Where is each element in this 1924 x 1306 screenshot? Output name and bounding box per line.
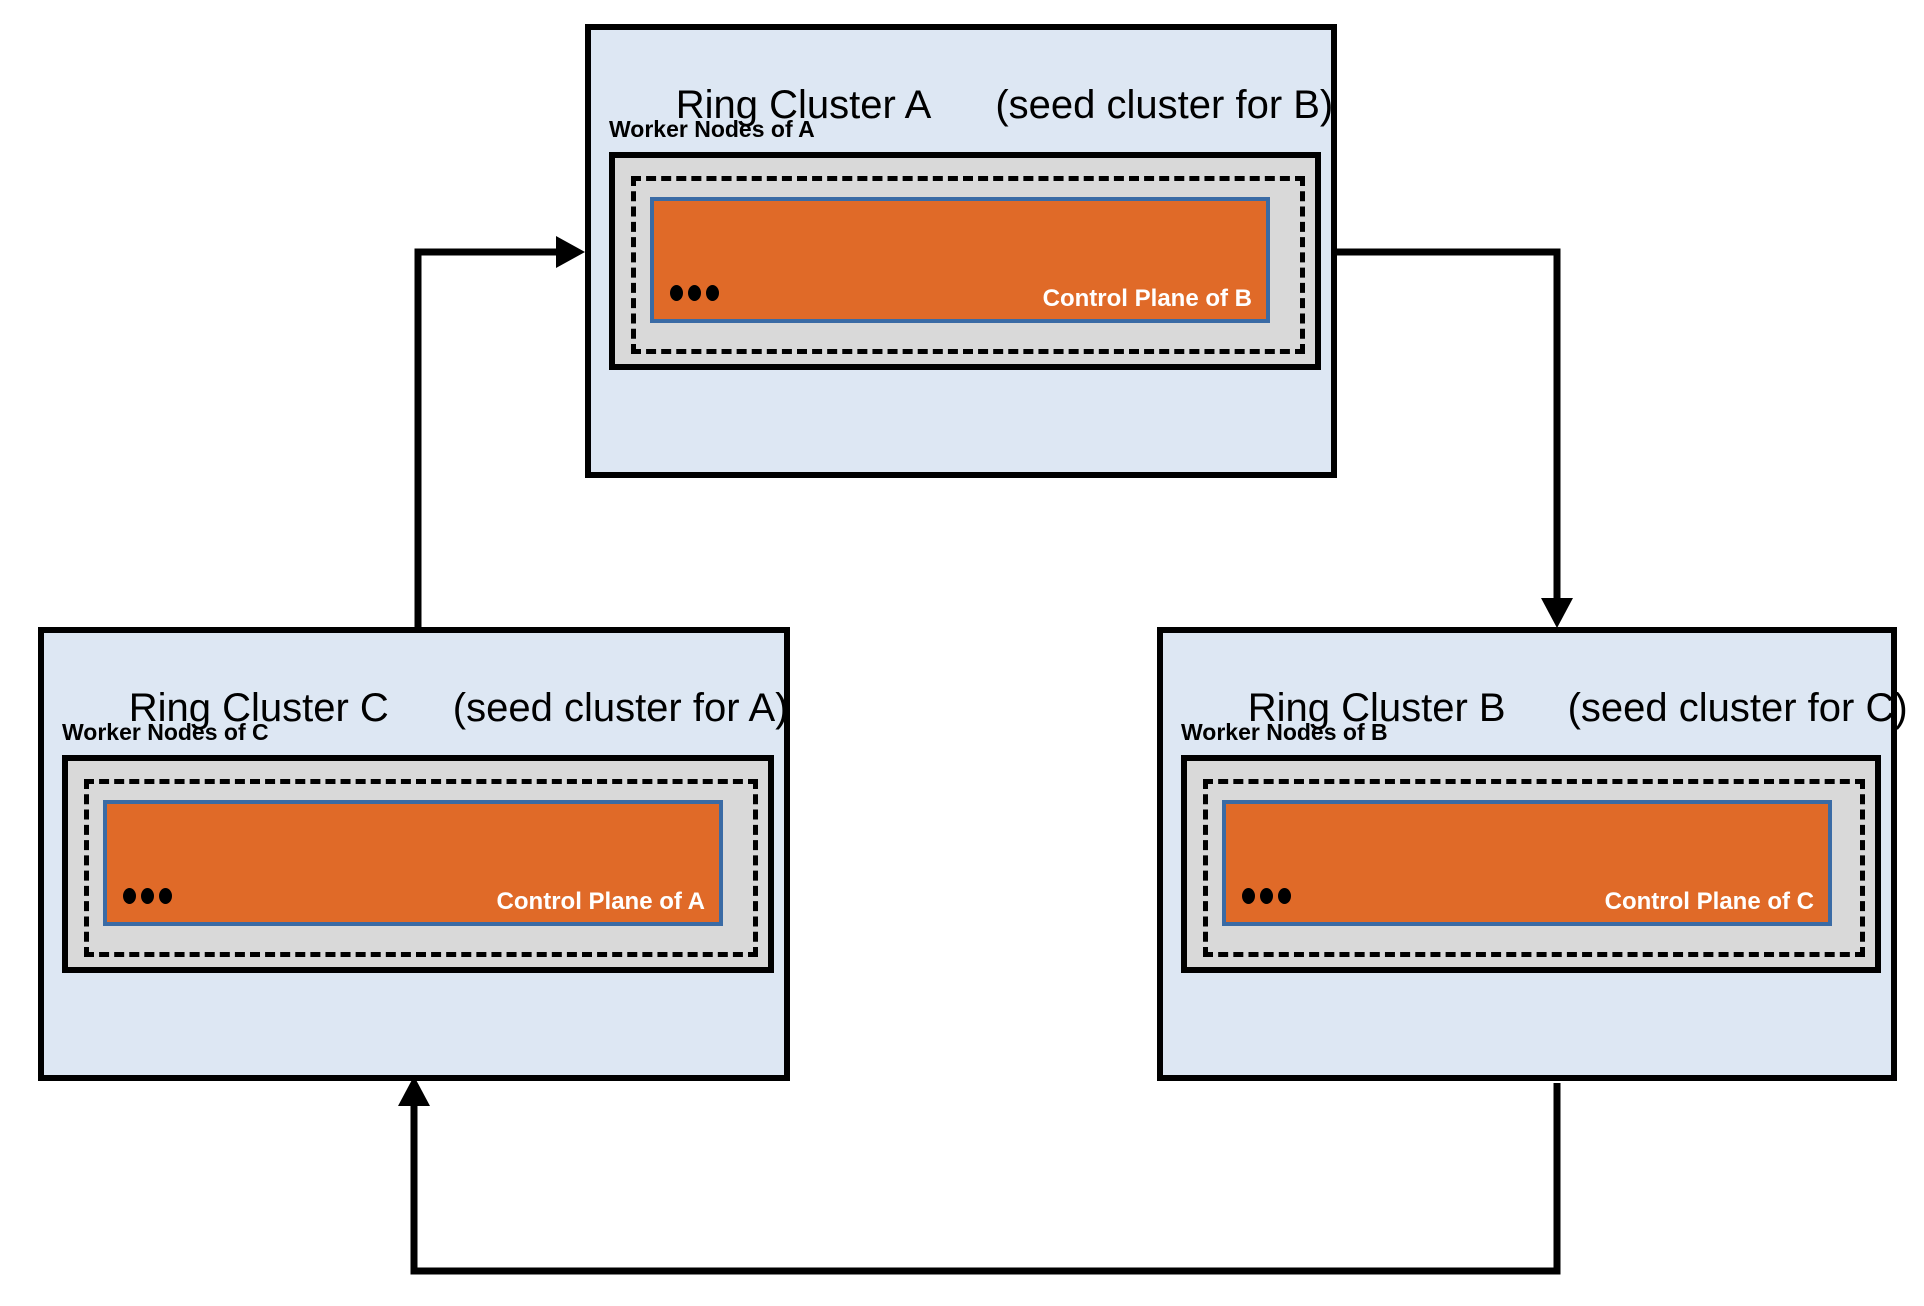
cluster-c-title-text: Ring Cluster C [128,686,389,730]
connector-a-to-b-line [1337,248,1561,605]
cluster-c-worker-label: Worker Nodes of C [62,719,269,745]
cluster-a-worker-box: Control Plane of B [609,152,1321,370]
cluster-c-dashed-boundary: Control Plane of A [84,779,758,957]
cluster-a-title-text: Ring Cluster A [675,83,932,127]
connector-c-to-a-arrowhead [556,236,585,268]
cluster-a-seed-note: (seed cluster for B) [995,83,1334,127]
cluster-b-worker-box: Control Plane of C [1181,755,1881,973]
cluster-c[interactable]: Ring Cluster C (seed cluster for A) Worke… [38,627,790,1081]
cluster-c-title: Ring Cluster C (seed cluster for A) [62,641,789,776]
cluster-c-control-plane-label: Control Plane of A [496,888,705,915]
cluster-c-seed-note: (seed cluster for A) [452,686,789,730]
cluster-a-control-plane[interactable]: Control Plane of B [650,197,1270,323]
cluster-b[interactable]: Ring Cluster B (seed cluster for C) Worke… [1157,627,1908,1081]
cluster-b-title: Ring Cluster B (seed cluster for C) [1181,641,1908,776]
connector-b-to-c-arrowhead [398,1076,430,1106]
cluster-b-ellipsis-icon [1242,888,1291,904]
cluster-b-control-plane[interactable]: Control Plane of C [1222,800,1832,926]
connector-c-to-a-line [414,248,565,640]
cluster-c-worker-box: Control Plane of A [62,755,774,973]
cluster-a-control-plane-label: Control Plane of B [1042,285,1252,312]
cluster-b-seed-note: (seed cluster for C) [1567,686,1908,730]
cluster-a-title: Ring Cluster A (seed cluster for B) [609,38,1334,173]
cluster-b-dashed-boundary: Control Plane of C [1203,779,1865,957]
cluster-b-worker-label: Worker Nodes of B [1181,719,1388,745]
cluster-b-control-plane-label: Control Plane of C [1604,888,1814,915]
cluster-a-dashed-boundary: Control Plane of B [631,176,1305,354]
cluster-a[interactable]: Ring Cluster A (seed cluster for B) Worke… [585,24,1337,478]
cluster-b-title-text: Ring Cluster B [1247,686,1506,730]
cluster-c-ellipsis-icon [123,888,172,904]
connector-b-to-c-line [410,1083,1561,1275]
cluster-a-worker-label: Worker Nodes of A [609,116,815,142]
cluster-c-control-plane[interactable]: Control Plane of A [103,800,723,926]
cluster-a-ellipsis-icon [670,285,719,301]
connector-a-to-b-arrowhead [1541,598,1573,628]
